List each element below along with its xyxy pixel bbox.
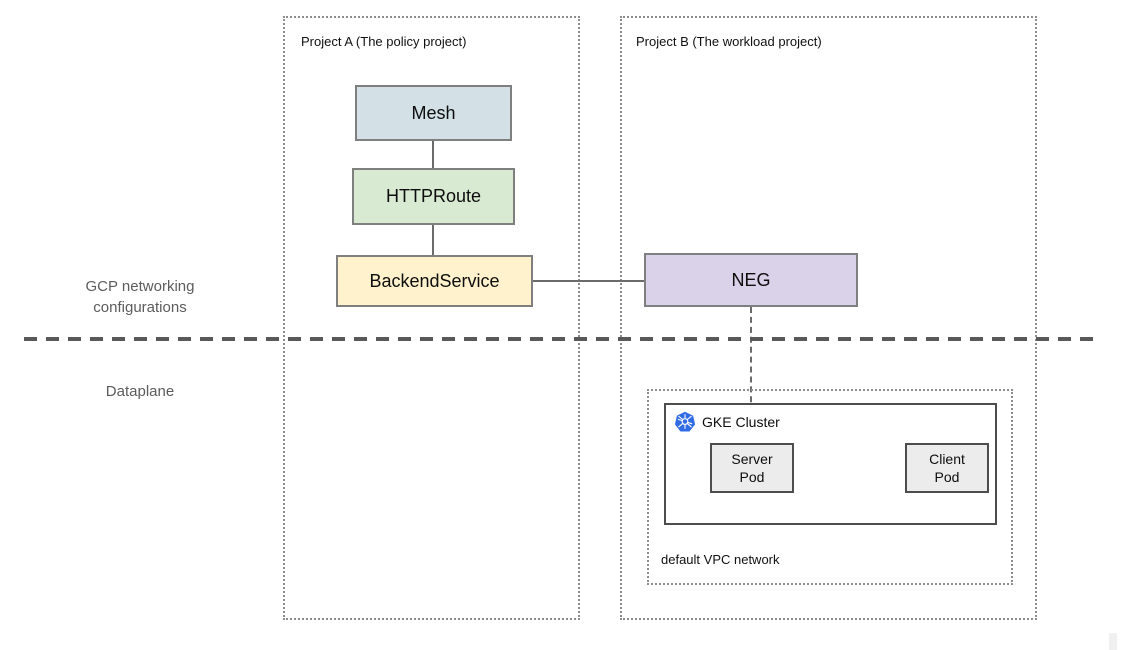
gke-cluster-label: GKE Cluster [702,414,780,430]
scrollbar-artifact [1109,633,1117,650]
vpc-network-label: default VPC network [661,552,780,567]
project-a-region: Project A (The policy project) [283,16,580,620]
kubernetes-icon [674,411,696,433]
connector-mesh-httproute [432,141,434,168]
node-httproute: HTTPRoute [352,168,515,225]
gke-cluster-box: GKE Cluster Server Pod Client Pod [664,403,997,525]
node-neg-label: NEG [731,269,771,290]
node-mesh-label: Mesh [411,102,456,123]
layer-separator-line [24,337,1097,341]
layer-label-gcp-networking: GCP networking configurations [85,278,195,316]
server-pod-box: Server Pod [710,443,794,493]
node-httproute-label: HTTPRoute [385,186,482,206]
connector-neg-serverpod [750,307,752,442]
vpc-network-region: default VPC network [647,389,1013,585]
client-pod-box: Client Pod [905,443,989,493]
node-backend-service: BackendService [336,255,533,307]
connector-httproute-backendservice [432,224,434,256]
client-pod-label: Client Pod [929,451,965,485]
connector-backendservice-neg [533,280,644,282]
node-neg: NEG [644,253,858,307]
node-backend-service-label: BackendService [369,270,500,291]
project-b-label: Project B (The workload project) [636,34,822,49]
gke-cluster-header: GKE Cluster [674,411,780,433]
project-a-label: Project A (The policy project) [301,34,467,49]
server-pod-label: Server Pod [731,451,773,485]
project-b-region: Project B (The workload project) [620,16,1037,620]
node-mesh: Mesh [355,85,512,141]
layer-label-dataplane: Dataplane [105,383,175,400]
